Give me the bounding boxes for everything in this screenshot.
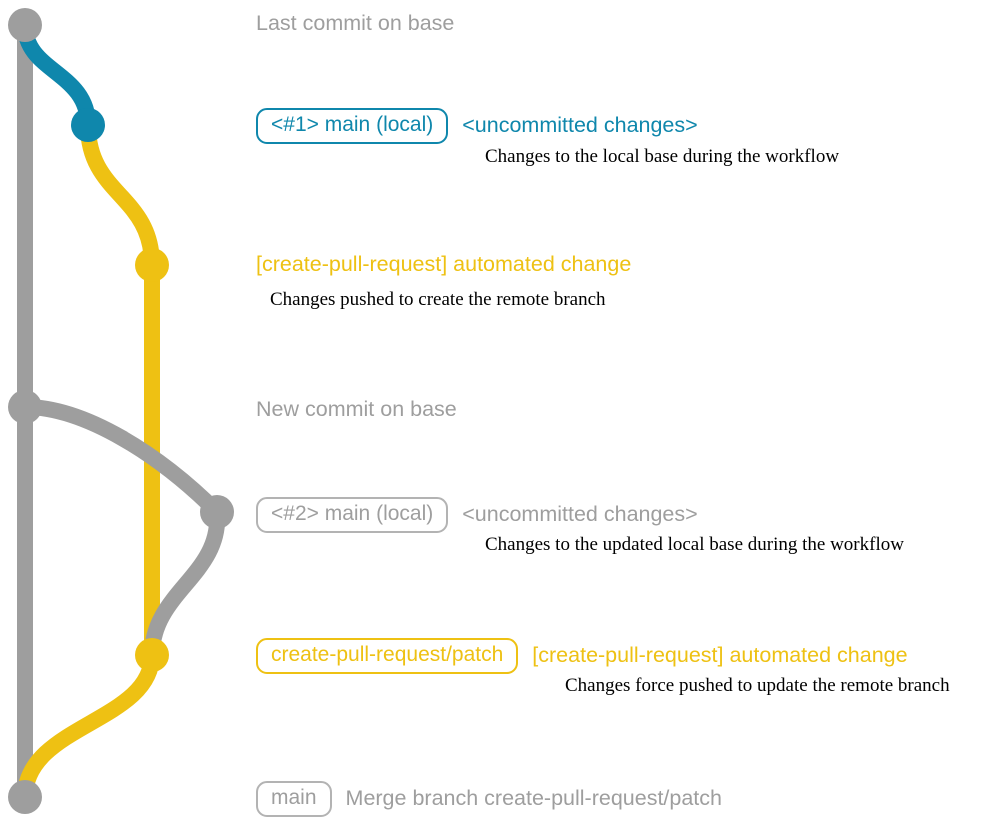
- edge-local2-to-patch2: [144, 504, 226, 663]
- commit-node-local-1[interactable]: [71, 108, 105, 142]
- commit-node-merge[interactable]: [8, 780, 42, 814]
- entry-merge-commit: main Merge branch create-pull-request/pa…: [256, 781, 722, 817]
- commit-node-patch-1[interactable]: [135, 248, 169, 282]
- edge-basenew-to-local2: [17, 399, 225, 520]
- commit-node-local-2[interactable]: [200, 495, 234, 529]
- subline-automated-change-2: Changes force pushed to update the remot…: [565, 675, 950, 696]
- commit-node-base-new[interactable]: [8, 390, 42, 424]
- branch-badge-create-pull-request-patch[interactable]: create-pull-request/patch: [256, 638, 519, 674]
- headline-automated-change-1: [create-pull-request] automated change: [256, 252, 632, 276]
- branch-badge-main-local-2[interactable]: <#2> main (local): [256, 497, 449, 533]
- entry-last-commit-on-base: Last commit on base: [256, 11, 455, 36]
- branch-badge-main-local-1[interactable]: <#1> main (local): [256, 108, 449, 144]
- entry-local-uncommitted-1: <#1> main (local) <uncommitted changes>: [256, 108, 698, 144]
- entry-local-uncommitted-2: <#2> main (local) <uncommitted changes>: [256, 497, 698, 533]
- edge-local1-to-patch1: [80, 117, 160, 273]
- subline-local-uncommitted-1: Changes to the local base during the wor…: [485, 146, 840, 167]
- subline-automated-change-1: Changes pushed to create the remote bran…: [270, 289, 606, 310]
- edge-patch2-to-merge: [17, 647, 160, 805]
- entry-new-commit-on-base: New commit on base: [256, 397, 457, 422]
- entry-automated-change-2: create-pull-request/patch [create-pull-r…: [256, 638, 908, 674]
- headline-last-commit-on-base: Last commit on base: [256, 11, 455, 35]
- commit-node-base-head[interactable]: [8, 8, 42, 42]
- entry-automated-change-1: [create-pull-request] automated change: [256, 252, 632, 277]
- headline-uncommitted-changes-2: <uncommitted changes>: [462, 502, 698, 527]
- headline-new-commit-on-base: New commit on base: [256, 397, 457, 421]
- headline-uncommitted-changes-1: <uncommitted changes>: [462, 113, 698, 138]
- branch-badge-main[interactable]: main: [256, 781, 332, 817]
- headline-merge-commit: Merge branch create-pull-request/patch: [345, 786, 722, 811]
- commit-node-patch-2[interactable]: [135, 638, 169, 672]
- headline-automated-change-2: [create-pull-request] automated change: [532, 643, 908, 668]
- subline-local-uncommitted-2: Changes to the updated local base during…: [485, 534, 904, 555]
